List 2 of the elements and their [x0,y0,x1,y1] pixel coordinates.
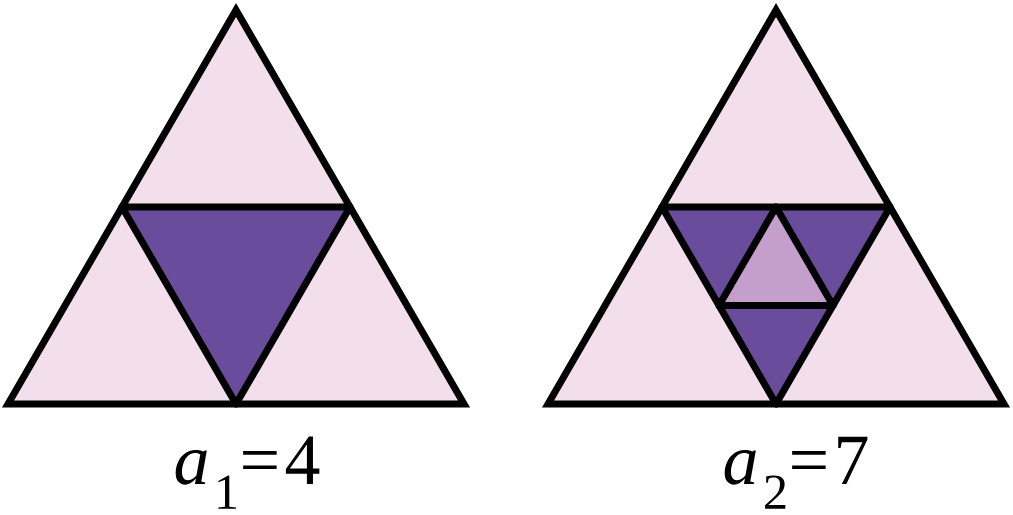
formula: a$_{2}$=7 [724,436,868,509]
formula: a$_{1}$=4 [175,436,320,509]
